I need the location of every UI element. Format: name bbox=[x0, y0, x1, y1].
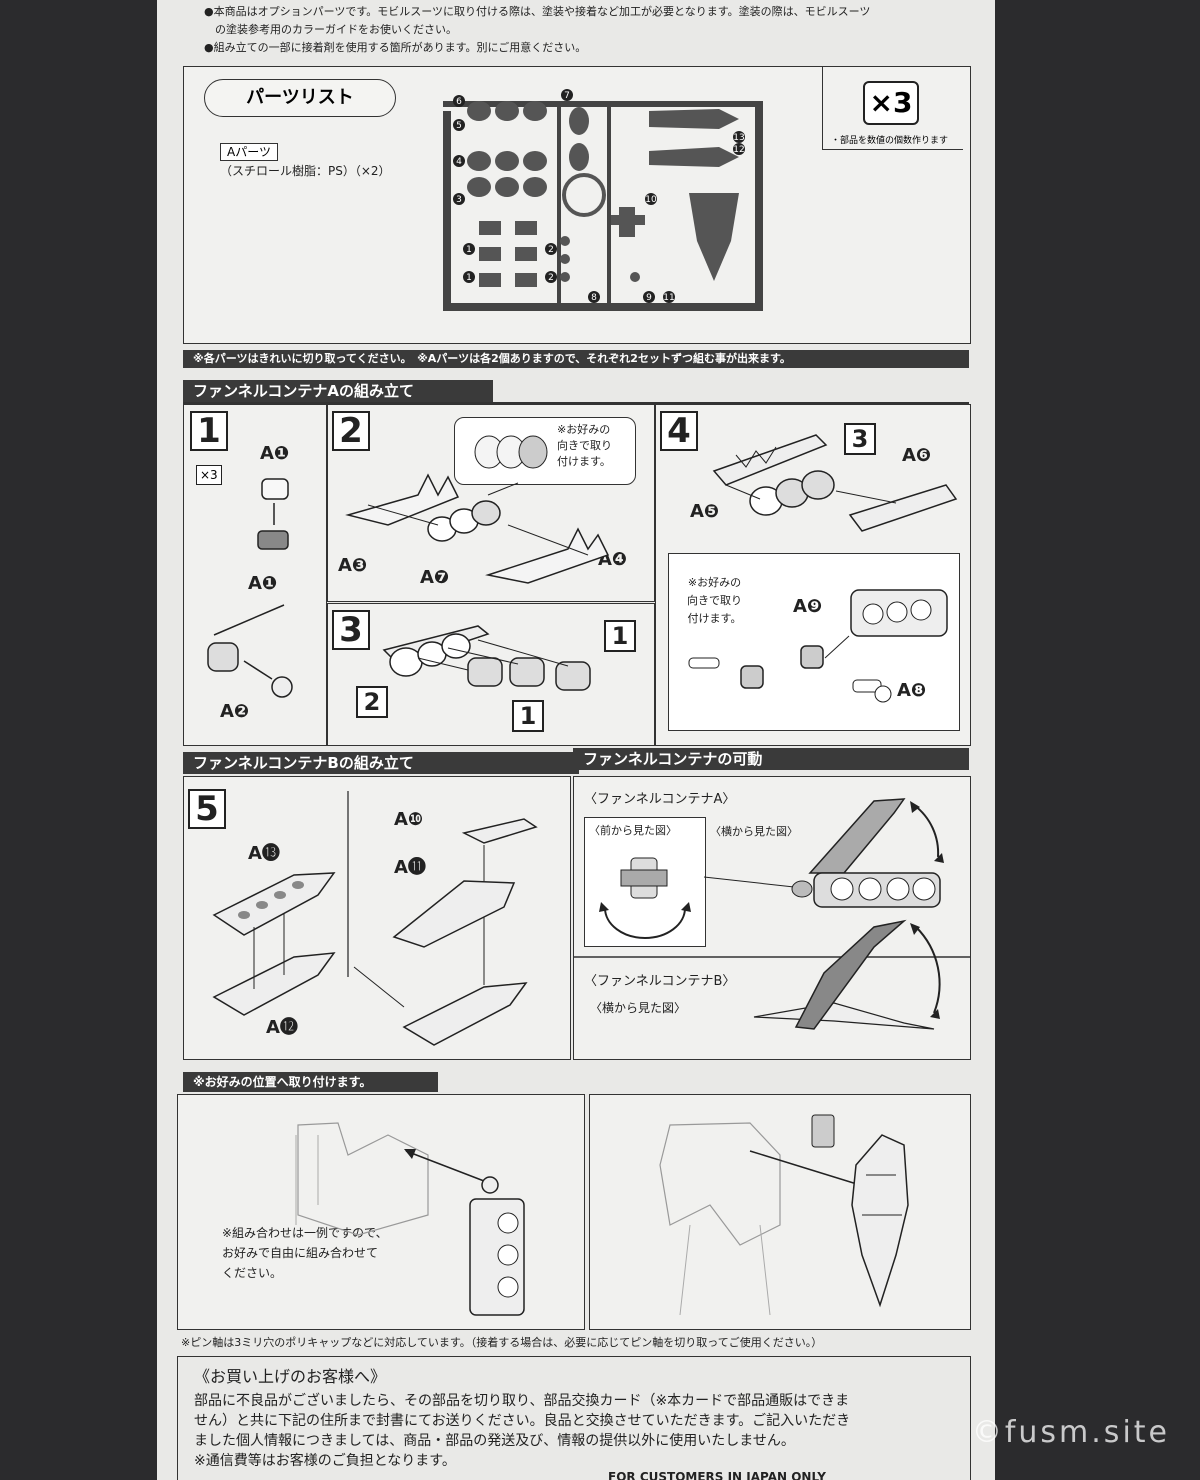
step-3-ref-2: 2 bbox=[356, 686, 388, 718]
mount-section-title: ※お好みの位置へ取り付けます。 bbox=[183, 1072, 438, 1092]
step-4-label-a8: A❽ bbox=[897, 680, 927, 701]
header-note-1: ●本商品はオプションパーツです。モビルスーツに取り付ける際は、塗装や接着など加工… bbox=[204, 5, 871, 18]
step-2-number: 2 bbox=[332, 411, 370, 451]
count-badge-panel: ×3 ・部品を数値の個数作ります bbox=[822, 67, 963, 150]
step-3-number: 3 bbox=[332, 610, 370, 650]
step-1-label-a1-top: A❶ bbox=[260, 443, 290, 464]
header-note-3: ●組み立ての一部に接着剤を使用する箇所があります。別にご用意ください。 bbox=[204, 41, 587, 54]
container-a-title: 〈ファンネルコンテナA〉 bbox=[584, 792, 736, 807]
combo-note: ※組み合わせは一例ですので、 お好みで自由に組み合わせて ください。 bbox=[222, 1226, 388, 1280]
customer-line-4: ※通信費等はお客様のご負担となります。 bbox=[194, 1453, 456, 1469]
svg-text:12: 12 bbox=[733, 145, 744, 155]
front-view-drawing bbox=[599, 857, 691, 939]
svg-text:10: 10 bbox=[645, 195, 657, 205]
svg-text:13: 13 bbox=[733, 133, 744, 143]
mount-right-drawing bbox=[659, 1114, 909, 1316]
svg-text:9: 9 bbox=[646, 293, 652, 303]
movement-drawing bbox=[574, 798, 970, 1030]
svg-text:3: 3 bbox=[456, 195, 462, 205]
customer-line-3: ました個人情報につきましては、商品・部品の発送及び、情報の提供以外に使用いたしま… bbox=[194, 1433, 795, 1449]
instruction-sheet: ●本商品はオプションパーツです。モビルスーツに取り付ける際は、塗装や接着など加工… bbox=[157, 0, 995, 1480]
runner-a-tag: Aパーツ bbox=[220, 143, 278, 161]
header-note-2: の塗装参考用のカラーガイドをお使いください。 bbox=[215, 23, 457, 36]
step-4-drawing bbox=[712, 434, 958, 532]
section-move-title: ファンネルコンテナの可動 bbox=[573, 748, 969, 770]
customer-line-2: せん）と共に下記の住所まで封書にてお送りください。良品と交換させていただきます。… bbox=[194, 1413, 851, 1429]
mount-left-drawing bbox=[295, 1122, 525, 1316]
step-4-label-a5: A❺ bbox=[690, 501, 720, 522]
svg-text:6: 6 bbox=[456, 97, 462, 107]
svg-text:1: 1 bbox=[466, 245, 472, 255]
pin-note: ※ピン軸は3ミリ穴のポリキャップなどに対応しています。（接着する場合は、必要に応… bbox=[181, 1336, 823, 1349]
step-2-panel: 2 ※お好みの 向きで取り 付けます。 A❸ A❼ A❹ bbox=[327, 404, 655, 602]
step-2-label-a7: A❼ bbox=[420, 567, 450, 588]
step-1-label-a2: A❷ bbox=[220, 701, 250, 722]
step-4-label-a6: A❻ bbox=[902, 445, 932, 466]
step-5-panel: 5 A⓭ A⓬ A❿ A⓫ bbox=[183, 776, 571, 1060]
step-5-label-a13: A⓭ bbox=[248, 843, 280, 864]
step-4-label-a9: A❾ bbox=[793, 596, 823, 617]
runner-sprue-diagram: 6 5 4 3 7 13 12 10 1 1 2 2 8 9 11 bbox=[443, 89, 763, 311]
front-view-box: 〈前から見た図〉 bbox=[584, 817, 706, 947]
svg-text:7: 7 bbox=[564, 91, 570, 101]
runner-material: （スチロール樹脂：PS）（×2） bbox=[220, 164, 391, 178]
step-1-number: 1 bbox=[190, 411, 228, 451]
step-5-label-a10: A❿ bbox=[394, 809, 424, 830]
svg-text:5: 5 bbox=[456, 121, 462, 131]
section-a-title: ファンネルコンテナAの組み立て bbox=[183, 380, 493, 402]
step-4-panel: 4 3 A❻ A❺ ※お好みの 向きで取り 付けます。 A❾ A❽ bbox=[655, 404, 971, 746]
step-3-panel: 3 1 2 1 bbox=[327, 603, 655, 746]
svg-text:11: 11 bbox=[663, 293, 674, 303]
step-5-number: 5 bbox=[188, 789, 226, 829]
customer-line-1: 部品に不良品がございましたら、その部品を切り取り、部品交換カード（※本カードで部… bbox=[194, 1393, 850, 1409]
side-view-label: 〈横から見た図〉 bbox=[710, 825, 798, 838]
section-b-title: ファンネルコンテナBの組み立て bbox=[183, 752, 579, 774]
count-note: ・部品を数値の個数作ります bbox=[831, 136, 949, 146]
step-1-multiplier: ×3 bbox=[196, 465, 222, 485]
step-2-drawing bbox=[345, 473, 610, 584]
step-4-ref-3: 3 bbox=[844, 423, 876, 455]
watermark: ©fusm.site bbox=[971, 1415, 1170, 1450]
step-4-sub-panel: ※お好みの 向きで取り 付けます。 A❾ A❽ bbox=[668, 553, 960, 731]
count-badge: ×3 bbox=[863, 81, 919, 125]
svg-text:1: 1 bbox=[466, 273, 472, 283]
step-1-panel: 1 ×3 A❶ A❶ A❷ bbox=[183, 404, 327, 746]
parts-list-title: パーツリスト bbox=[204, 79, 396, 117]
step-5-label-a12: A⓬ bbox=[266, 1017, 298, 1038]
step-1-label-a1-bottom: A❶ bbox=[248, 573, 278, 594]
parts-list-panel: パーツリスト Aパーツ （スチロール樹脂：PS）（×2） bbox=[183, 66, 971, 344]
cut-notice-bar: ※各パーツはきれいに切り取ってください。 ※Aパーツは各2個ありますので、それぞ… bbox=[183, 350, 969, 368]
step-1-drawing bbox=[207, 478, 293, 698]
movement-panel: 〈ファンネルコンテナA〉 〈前から見た図〉 〈横から見た図〉 bbox=[573, 776, 971, 1060]
customer-heading: 《お買い上げのお客様へ》 bbox=[194, 1367, 387, 1386]
step-2-note: ※お好みの 向きで取り 付けます。 bbox=[557, 423, 612, 468]
svg-text:4: 4 bbox=[456, 157, 462, 167]
customer-section: 《お買い上げのお客様へ》 部品に不良品がございましたら、その部品を切り取り、部品… bbox=[177, 1356, 971, 1480]
front-view-label: 〈前から見た図〉 bbox=[589, 824, 677, 837]
mount-example-right bbox=[589, 1094, 971, 1330]
step-3-ref-1-right: 1 bbox=[604, 620, 636, 652]
svg-text:2: 2 bbox=[548, 273, 554, 283]
svg-text:2: 2 bbox=[548, 245, 554, 255]
step-3-drawing bbox=[382, 625, 591, 691]
divider bbox=[183, 402, 969, 404]
mount-example-left: ※組み合わせは一例ですので、 お好みで自由に組み合わせて ください。 bbox=[177, 1094, 585, 1330]
step-5-drawing bbox=[212, 791, 538, 1046]
customer-tail: FOR CUSTOMERS IN JAPAN ONLY bbox=[608, 1470, 826, 1480]
container-b-title: 〈ファンネルコンテナB〉 bbox=[584, 974, 736, 989]
step-3-ref-1-bottom: 1 bbox=[512, 700, 544, 732]
step-5-label-a11: A⓫ bbox=[394, 857, 426, 878]
step-2-label-a3: A❸ bbox=[338, 555, 368, 576]
step-4-note: ※お好みの 向きで取り 付けます。 bbox=[687, 576, 742, 625]
container-b-side-view: 〈横から見た図〉 bbox=[590, 1001, 687, 1015]
step-4-sub-drawing bbox=[688, 589, 948, 703]
step-4-number: 4 bbox=[660, 411, 698, 451]
step-2-callout-drawing bbox=[474, 435, 548, 469]
step-2-callout: ※お好みの 向きで取り 付けます。 bbox=[454, 417, 636, 485]
svg-text:8: 8 bbox=[591, 293, 597, 303]
